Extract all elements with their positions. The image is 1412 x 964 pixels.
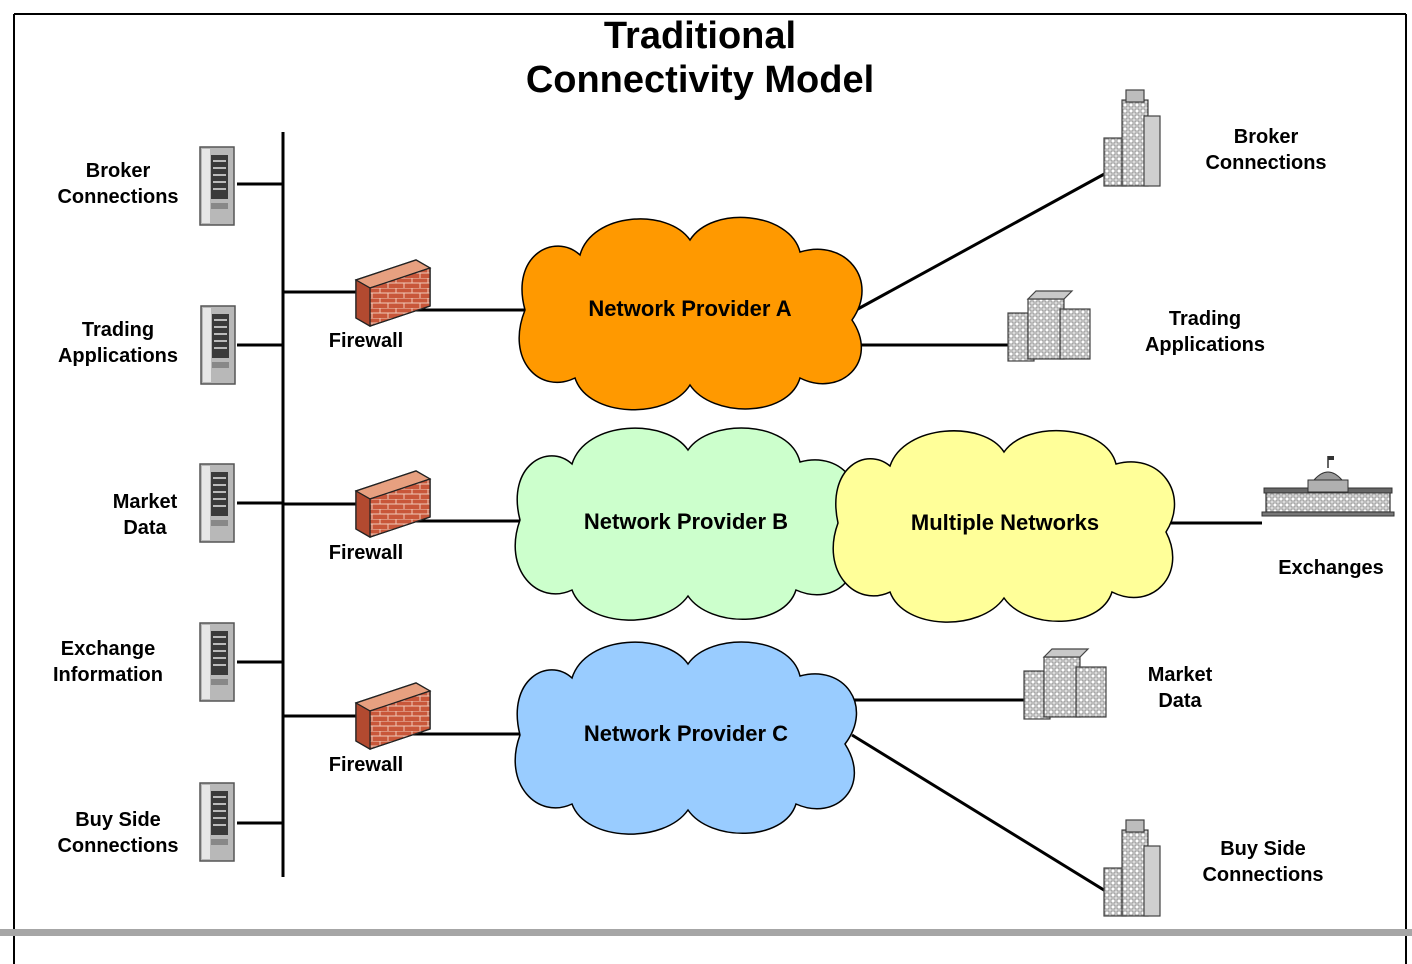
- office-building-icon: [1023, 648, 1107, 720]
- office-building-icon: [1103, 89, 1161, 187]
- left-node-label-broker: Broker Connections: [57, 160, 179, 208]
- firewall-icon: [355, 682, 431, 750]
- firewall-label: Firewall: [328, 542, 404, 564]
- provider-links: [838, 170, 1262, 897]
- diagram-title: Traditional Connectivity Model: [440, 14, 960, 102]
- firewall-icon: [355, 259, 431, 327]
- right-node-label-market-data: Market Data: [1147, 664, 1213, 712]
- server-links: [237, 182, 283, 825]
- right-node-label-buy-side: Buy Side Connections: [1202, 838, 1324, 886]
- multiple-networks-cloud: [832, 429, 1176, 623]
- office-building-icon: [1103, 819, 1161, 917]
- network-provider-a-label: Network Provider A: [588, 296, 792, 321]
- network-provider-c-cloud: [514, 641, 858, 835]
- right-node-label-broker: Broker Connections: [1205, 126, 1327, 174]
- server-icon: [199, 782, 235, 862]
- title-line-2: Connectivity Model: [525, 59, 875, 101]
- footer-divider: [0, 929, 1412, 936]
- left-node-label-market-data: Market Data: [112, 491, 178, 539]
- title-line-1: Traditional: [603, 15, 797, 57]
- network-provider-b-label: Network Provider B: [583, 509, 789, 534]
- firewall-icon: [355, 470, 431, 538]
- office-building-icon: [1007, 290, 1091, 362]
- server-icon: [199, 146, 235, 226]
- right-node-label-trading: Trading Applications: [1144, 308, 1265, 356]
- exchange-building-icon: [1261, 455, 1395, 517]
- server-icon: [200, 305, 236, 385]
- firewall-label: Firewall: [328, 330, 404, 352]
- network-provider-c-label: Network Provider C: [583, 721, 789, 746]
- network-provider-a-cloud: [518, 216, 863, 411]
- right-node-label-exchanges: Exchanges: [1278, 557, 1384, 579]
- left-node-label-trading: Trading Applications: [57, 319, 178, 367]
- server-icon: [199, 622, 235, 702]
- multiple-networks-label: Multiple Networks: [910, 510, 1100, 535]
- left-node-label-buy-side: Buy Side Connections: [57, 809, 179, 857]
- left-node-label-exchange-info: Exchange Information: [53, 638, 163, 686]
- firewall-label: Firewall: [328, 754, 404, 776]
